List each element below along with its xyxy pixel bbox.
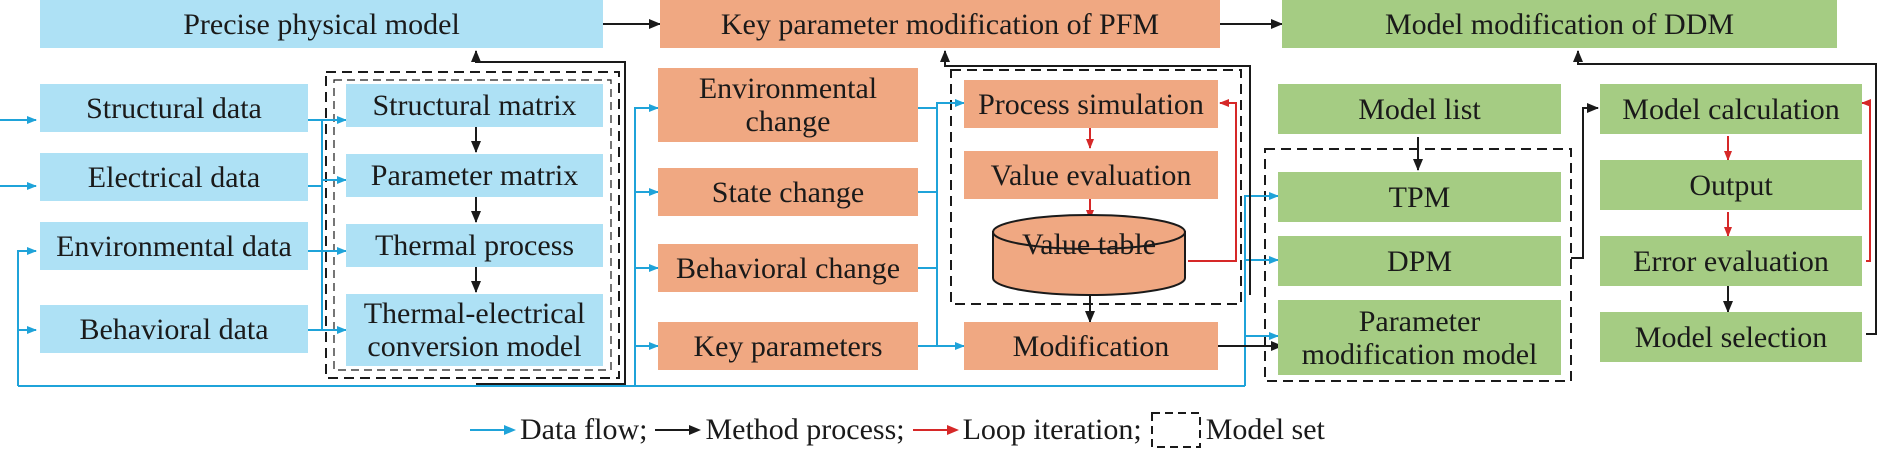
behavioral-change-box: Behavioral change xyxy=(658,244,918,292)
value-table-cylinder xyxy=(992,214,1186,296)
state-change-box: State change xyxy=(658,168,918,216)
legend-loop-iteration: Loop iteration; xyxy=(912,413,1142,447)
process-simulation-box: Process simulation xyxy=(964,80,1218,128)
legend-model-set-label: Model set xyxy=(1205,413,1325,446)
behavioral-data-box: Behavioral data xyxy=(40,305,308,353)
dpm-box: DPM xyxy=(1278,236,1561,286)
value-table-label: Value table xyxy=(1021,227,1157,261)
model-set-matrix xyxy=(325,71,620,379)
legend-method-process: Method process; xyxy=(655,413,905,447)
model-set-simulation xyxy=(950,69,1242,305)
legend-method-process-label: Method process; xyxy=(705,413,905,446)
value-evaluation-box: Value evaluation xyxy=(964,151,1218,199)
thermal-process-box: Thermal process xyxy=(346,224,603,267)
structural-matrix-box: Structural matrix xyxy=(346,84,603,127)
key-parameters-box: Key parameters xyxy=(658,322,918,370)
thermal-electrical-conversion-box: Thermal-electrical conversion model xyxy=(346,294,603,366)
legend-data-flow-label: Data flow; xyxy=(520,413,648,446)
structural-data-box: Structural data xyxy=(40,84,308,132)
precise-physical-model-box: Precise physical model xyxy=(40,0,603,48)
legend-data-flow: Data flow; xyxy=(470,413,647,447)
tpm-box: TPM xyxy=(1278,172,1561,222)
model-modification-box: Model modification of DDM xyxy=(1282,0,1837,48)
parameter-matrix-box: Parameter matrix xyxy=(346,154,603,197)
red-arrow-icon xyxy=(912,425,959,435)
blue-arrow-icon xyxy=(470,425,516,435)
error-evaluation-box: Error evaluation xyxy=(1600,236,1862,286)
electrical-data-box: Electrical data xyxy=(40,153,308,201)
environmental-data-box: Environmental data xyxy=(40,222,308,270)
black-arrow-icon xyxy=(655,425,702,435)
output-box: Output xyxy=(1600,160,1862,210)
modification-box: Modification xyxy=(964,322,1218,370)
legend-model-set: Model set xyxy=(1150,411,1325,449)
model-list-box: Model list xyxy=(1278,84,1561,134)
legend-loop-iteration-label: Loop iteration; xyxy=(962,413,1142,446)
key-parameter-modification-box: Key parameter modification of PFM xyxy=(660,0,1220,48)
model-selection-box: Model selection xyxy=(1600,312,1862,362)
model-set-matrix-inner xyxy=(333,79,612,371)
environmental-change-box: Environmental change xyxy=(658,68,918,142)
parameter-modification-model-box: Parameter modification model xyxy=(1278,300,1561,375)
legend: Data flow; Method process; Loop iteratio… xyxy=(470,410,1333,450)
dashed-box-icon xyxy=(1150,412,1201,448)
model-calculation-box: Model calculation xyxy=(1600,84,1862,134)
